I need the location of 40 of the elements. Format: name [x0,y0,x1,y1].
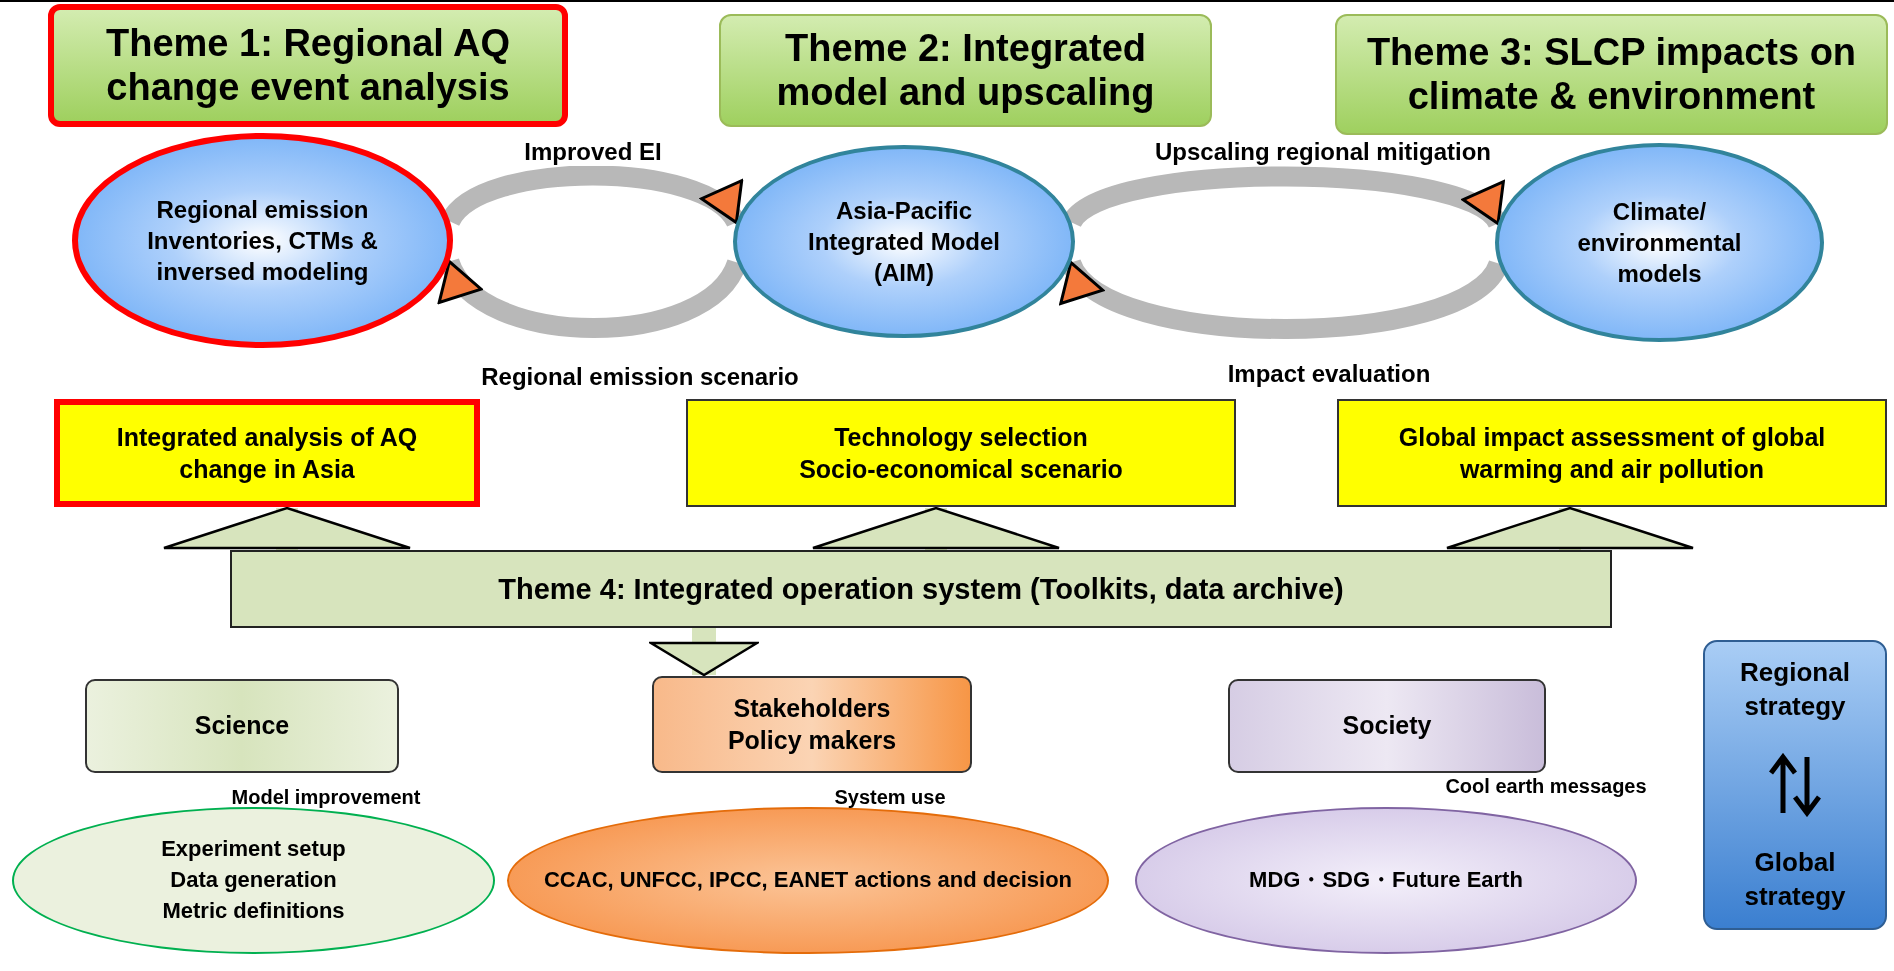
activity-text: MDG・SDG・Future Earth [1248,866,1524,895]
output-box [54,399,480,507]
output-text: Integrated analysis of AQ change in Asia [115,421,419,485]
annotation-text: Cool earth messages [1445,774,1647,798]
theme-title: Theme 4: Integrated operation system (Toolkits, data archive) [497,572,1345,606]
group-name: Stakeholders [732,693,892,725]
theme-title: Theme 3: SLCP impacts on climate & environment [1365,30,1858,119]
activity-text: Metric definitions [161,896,346,925]
block-arrow [1445,506,1695,550]
output-box [686,399,1236,507]
theme-title: Theme 1: Regional AQ change event analysis [105,21,511,110]
annotation-text: System use [834,785,946,809]
annotation-text: Model improvement [231,785,421,809]
model-name: Regional emission Inventories, CTMs & inversed modeling [146,194,379,288]
theme-title-box [719,14,1212,127]
activity-text: Experiment setup [160,835,347,864]
activity-text: Data generation [169,866,338,895]
model-name: Asia-Pacific Integrated Model (AIM) [807,195,1001,289]
group-name: Policy makers [726,724,898,756]
group-box [85,679,399,773]
output-text: Global impact assessment of global warming and air pollution [1397,421,1827,485]
block-arrow [811,506,1061,550]
model-name: Climate/ environmental models [1576,196,1743,290]
output-box [1337,399,1887,507]
block-arrow [162,506,412,550]
output-text: Socio-economical scenario [798,454,1124,485]
theme-title-box [1335,14,1888,135]
strategy-text: Global strategy [1743,846,1847,914]
theme-title: Theme 2: Integrated model and upscaling [775,26,1156,115]
strategy-text: Regional strategy [1739,656,1851,723]
group-box [652,676,972,773]
block-arrow [649,628,759,677]
activity-text: CCAC, UNFCC, IPCC, EANET actions and decision [542,866,1074,895]
output-text: Technology selection [833,421,1089,453]
group-name: Society [1341,710,1433,742]
block-arrow-body [230,550,1612,628]
group-box [1228,679,1546,773]
theme-title-box [48,4,568,127]
group-name: Science [193,710,291,742]
strategy-box [1703,640,1887,930]
